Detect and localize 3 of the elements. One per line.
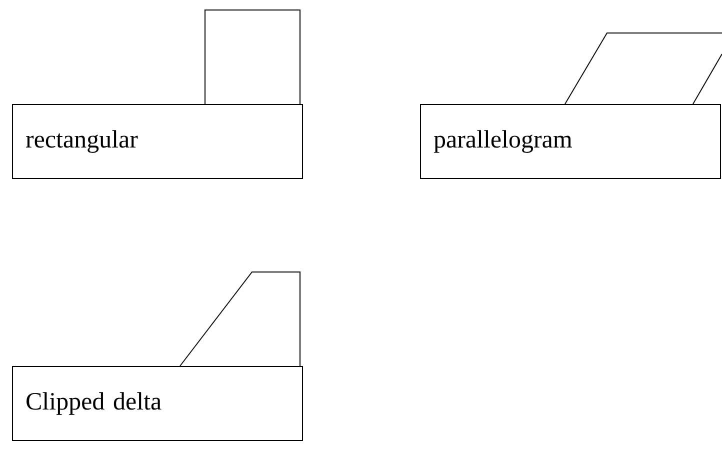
label-box: rectangular (12, 104, 303, 179)
label-box: Clipped delta (12, 366, 303, 441)
label-box: parallelogram (420, 104, 721, 179)
